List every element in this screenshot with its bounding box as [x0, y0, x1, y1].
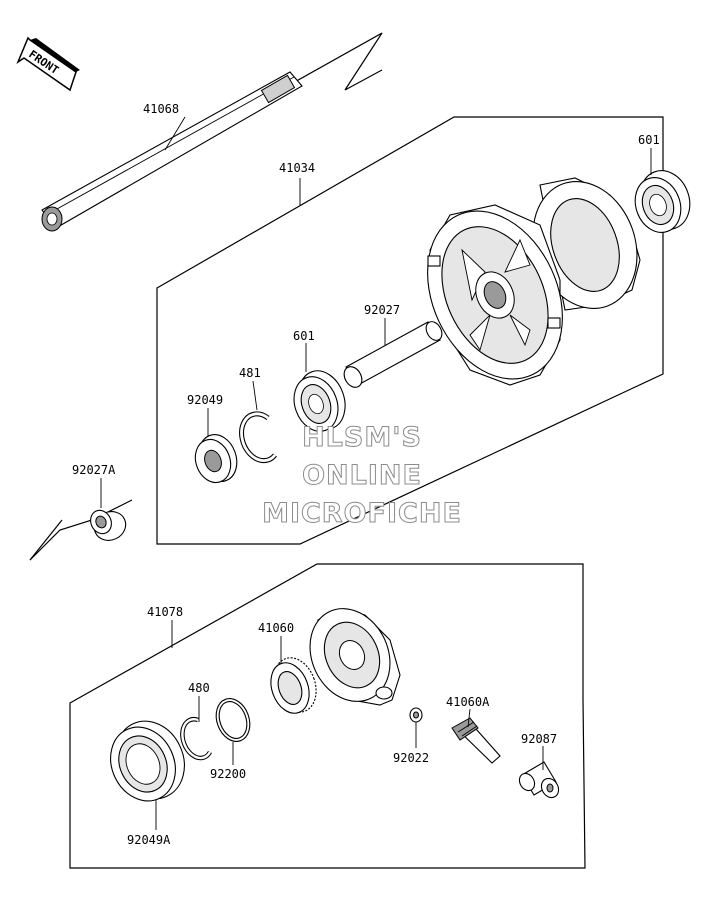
part-label-481: 481: [239, 366, 261, 380]
circlip-481-part: [239, 411, 277, 464]
leader-41068: [164, 116, 186, 151]
part-label-41078: 41078: [147, 605, 183, 619]
pinion-41060a-part: [451, 717, 501, 764]
front-arrow-icon: FRONT: [16, 36, 80, 92]
seal-92049a-part: [110, 720, 185, 802]
part-label-92022: 92022: [393, 751, 429, 765]
gear-housing-part: [309, 608, 401, 706]
watermark: HLSM'S ONLINE MICROFICHE: [262, 422, 462, 530]
watermark-line-1: HLSM'S: [302, 422, 422, 453]
watermark-line-2: ONLINE: [302, 460, 422, 491]
spacer-tube-part: [343, 321, 443, 388]
part-label-41060: 41060: [258, 621, 294, 635]
leader-41060a: [467, 708, 471, 728]
bearing-601-right-part: [634, 170, 691, 233]
part-label-92200: 92200: [210, 767, 246, 781]
bushing-92087-part: [518, 761, 560, 799]
part-label-601-right: 601: [638, 133, 660, 147]
part-label-92049: 92049: [187, 393, 223, 407]
leader-481: [252, 380, 258, 411]
part-label-41068: 41068: [143, 102, 179, 116]
collar-centerline: [29, 499, 133, 561]
wheel-hub-part: [427, 177, 641, 386]
hub-assembly-box: [156, 116, 664, 545]
watermark-line-3: MICROFICHE: [262, 498, 462, 529]
part-label-41034: 41034: [279, 161, 315, 175]
part-label-480: 480: [188, 681, 210, 695]
circlip-480-part: [180, 717, 212, 761]
collar-centerline-tick: [29, 519, 63, 561]
part-label-92027: 92027: [364, 303, 400, 317]
part-label-41060a: 41060A: [446, 695, 490, 709]
seal-92049-part: [194, 434, 238, 484]
gearbox-assembly-box: [69, 563, 586, 869]
axle-part: [41, 71, 303, 232]
part-label-92049a: 92049A: [127, 833, 171, 847]
part-label-92087: 92087: [521, 732, 557, 746]
collar-92027a-part: [90, 509, 127, 541]
washer-92022-part: [409, 707, 423, 723]
ring-92200-part: [215, 698, 251, 742]
gear-41060-part: [270, 657, 317, 714]
bearing-601-left-part: [293, 370, 346, 432]
part-label-92027a: 92027A: [72, 463, 116, 477]
part-label-601-left: 601: [293, 329, 315, 343]
